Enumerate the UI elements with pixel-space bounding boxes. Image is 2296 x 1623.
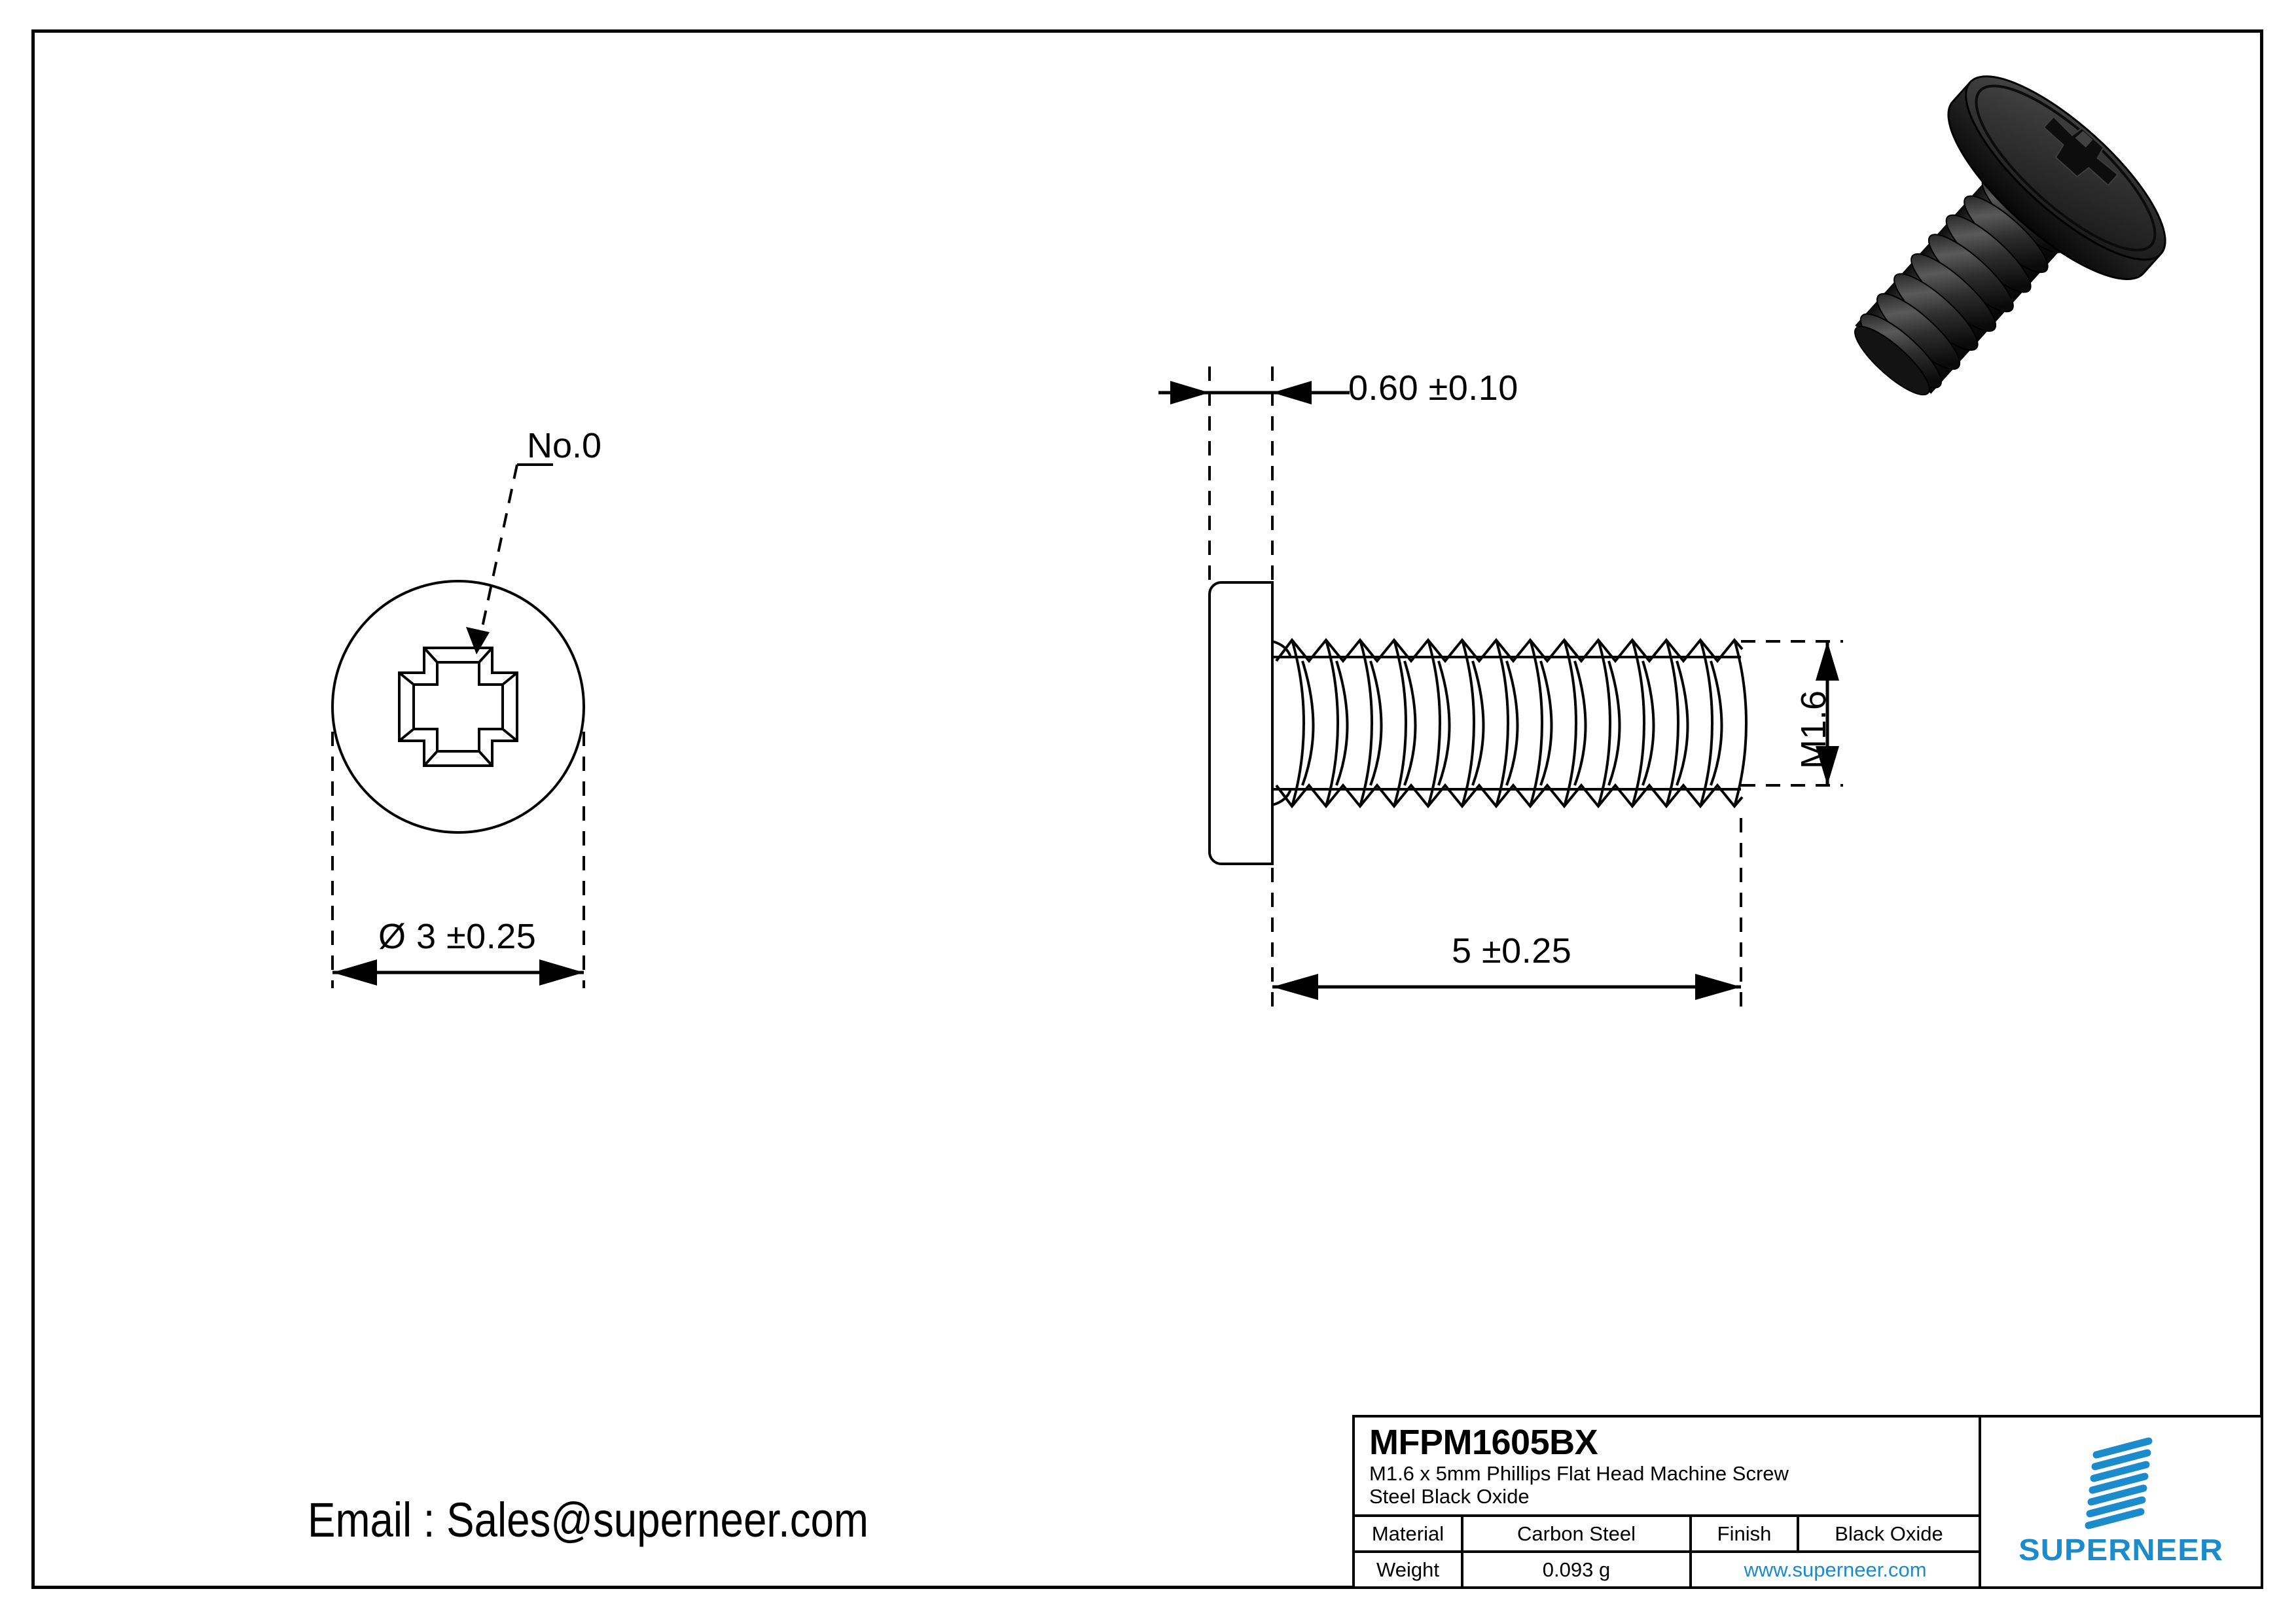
- thread-diameter-dimension-label: M1.6: [1794, 690, 1833, 769]
- title-block-description-area: MFPM1605BX M1.6 x 5mm Phillips Flat Head…: [1355, 1418, 1979, 1517]
- weight-label: Weight: [1355, 1553, 1463, 1586]
- contact-email-text: Email : Sales@superneer.com: [308, 1493, 869, 1547]
- head-diameter-dimension-label: Ø 3 ±0.25: [378, 917, 537, 956]
- material-label: Material: [1355, 1517, 1463, 1550]
- head-height-dimension-label: 0.60 ±0.10: [1348, 368, 1518, 408]
- company-wordmark: SUPERNEER: [2018, 1533, 2223, 1567]
- superneer-stripes-logo-icon: [2085, 1437, 2152, 1529]
- title-block-info-column: MFPM1605BX M1.6 x 5mm Phillips Flat Head…: [1355, 1418, 1981, 1586]
- finish-label: Finish: [1692, 1517, 1799, 1550]
- company-logo: SUPERNEER: [1981, 1418, 2261, 1586]
- part-description-line-2: Steel Black Oxide: [1369, 1485, 1530, 1508]
- drawing-frame-border: [31, 29, 2263, 1589]
- part-description-line-1: M1.6 x 5mm Phillips Flat Head Machine Sc…: [1369, 1462, 1789, 1485]
- website-link[interactable]: www.superneer.com: [1744, 1558, 1927, 1581]
- material-value: Carbon Steel: [1463, 1517, 1692, 1550]
- finish-value: Black Oxide: [1835, 1522, 1943, 1545]
- table-row-weight: Weight 0.093 g www.superneer.com: [1355, 1550, 1979, 1586]
- no0-leader-label: No.0: [527, 426, 602, 465]
- title-block: MFPM1605BX M1.6 x 5mm Phillips Flat Head…: [1352, 1415, 2263, 1589]
- length-dimension-label: 5 ±0.25: [1452, 931, 1572, 971]
- table-row-material: Material Carbon Steel Finish Black Oxide: [1355, 1517, 1979, 1550]
- part-number: MFPM1605BX: [1369, 1423, 1598, 1462]
- weight-value: 0.093 g: [1463, 1553, 1692, 1586]
